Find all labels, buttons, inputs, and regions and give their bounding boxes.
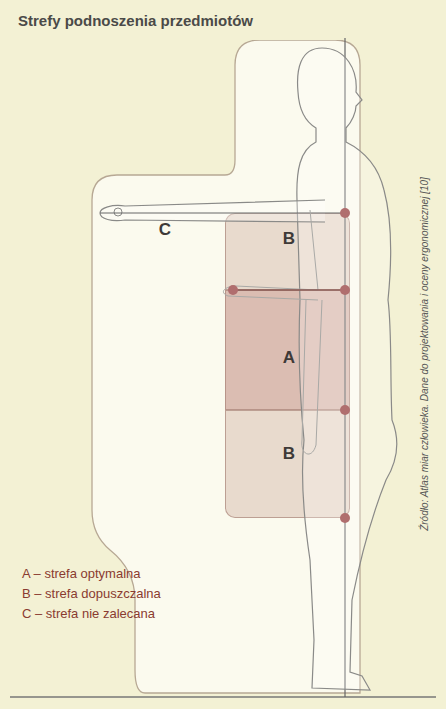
zone-letter: B xyxy=(283,445,295,462)
title: Strefy podnoszenia przedmiotów xyxy=(18,12,253,29)
zone-letter: B xyxy=(283,230,295,247)
zone-letter: A xyxy=(283,349,295,366)
legend-entry: B – strefa dopuszczalna xyxy=(22,586,161,601)
legend-entry: C – strefa nie zalecana xyxy=(22,606,161,621)
legend: A – strefa optymalna B – strefa dopuszcza… xyxy=(22,566,161,626)
legend-entry: A – strefa optymalna xyxy=(22,566,161,581)
source-note: Źródło: Atlas miar człowieka. Dane do pr… xyxy=(419,4,437,704)
zone-letter: C xyxy=(159,221,171,238)
